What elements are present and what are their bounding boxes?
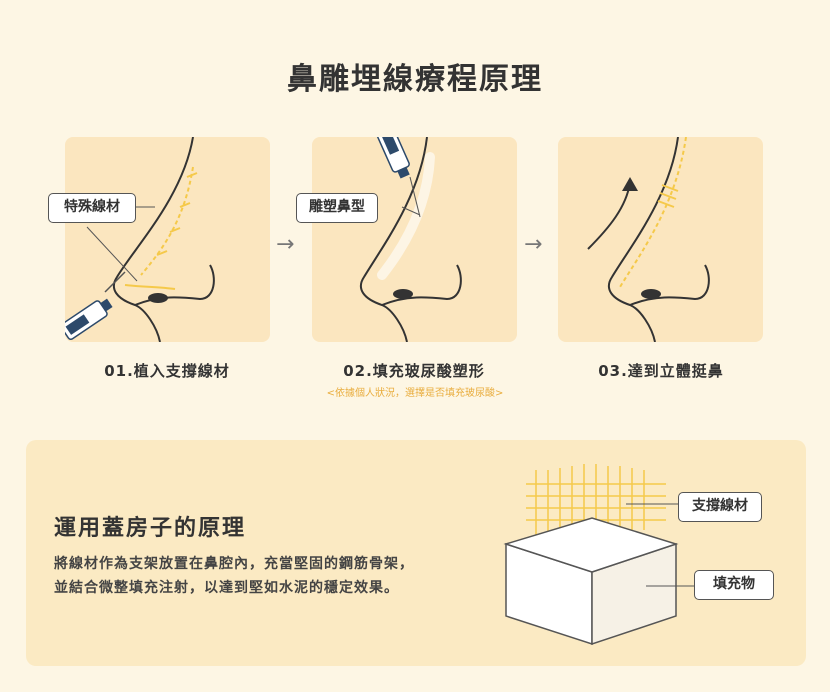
- arrow-icon: →: [524, 232, 543, 257]
- tag-support-thread: 支撐線材: [678, 492, 762, 522]
- step-2-note: <依據個人狀況，選擇是否填充玻尿酸>: [326, 388, 504, 399]
- page-title: 鼻雕埋線療程原理: [287, 62, 543, 97]
- tag-special-thread: 特殊線材: [48, 193, 136, 223]
- building-cube-illustration: [503, 464, 694, 646]
- house-analogy-section: 運用蓋房子的原理 將線材作為支架放置在鼻腔內，充當堅固的鋼筋骨架， 並結合微整填…: [26, 440, 806, 666]
- step-1-illustration: [65, 137, 270, 342]
- description-line-2: 並結合微整填充注射，以達到堅如水泥的穩定效果。: [54, 580, 399, 596]
- tag-sculpt-nose: 雕塑鼻型: [296, 193, 378, 223]
- step-3-illustration: [558, 137, 763, 342]
- step-2-label: 02.填充玻尿酸塑形: [343, 362, 485, 380]
- section-description: 將線材作為支架放置在鼻腔內，充當堅固的鋼筋骨架， 並結合微整填充注射，以達到堅如…: [54, 552, 414, 600]
- tag-filler: 填充物: [694, 570, 774, 600]
- step-2-illustration: [312, 137, 517, 342]
- section-title: 運用蓋房子的原理: [54, 516, 247, 541]
- step-1-label: 01.植入支撐線材: [104, 362, 230, 380]
- description-line-1: 將線材作為支架放置在鼻腔內，充當堅固的鋼筋骨架，: [54, 556, 414, 572]
- arrow-icon: →: [276, 232, 295, 257]
- step-3-label: 03.達到立體挺鼻: [598, 362, 724, 380]
